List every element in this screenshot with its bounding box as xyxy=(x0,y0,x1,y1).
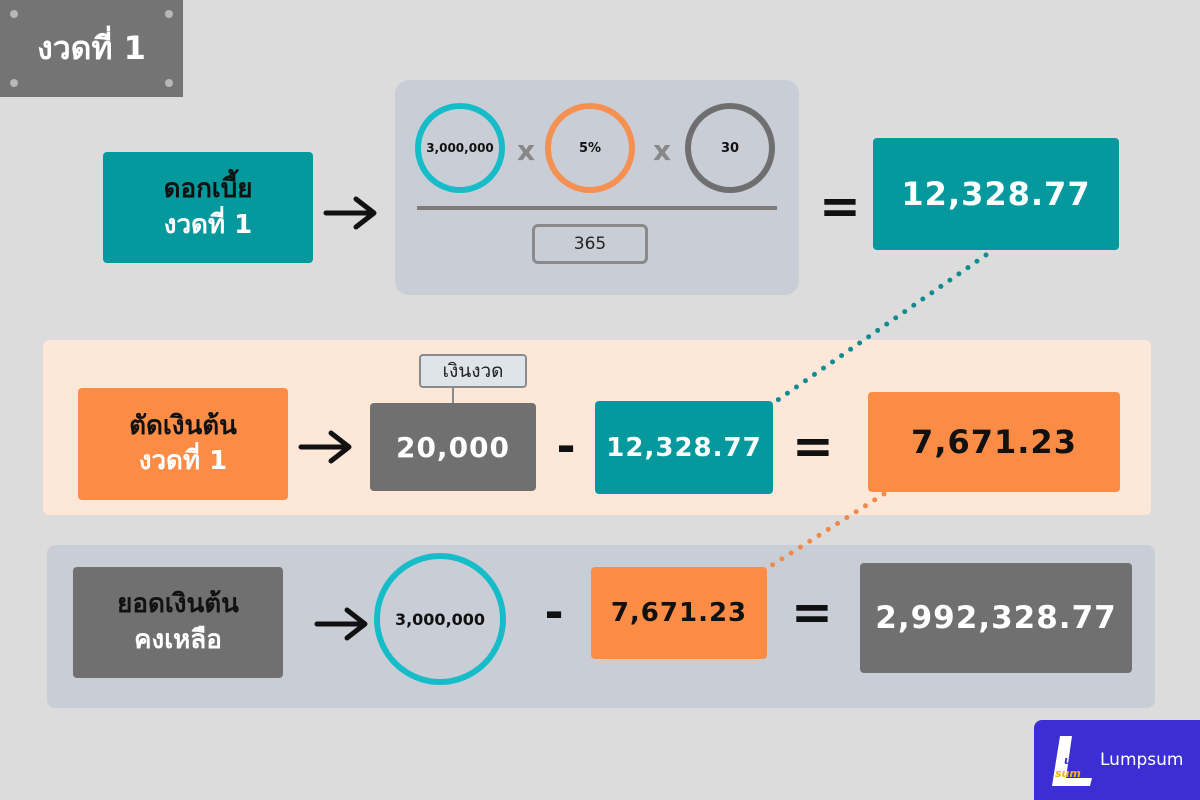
principal-cut-label-line1: ตัดเงินต้น xyxy=(129,410,237,441)
arrow-right-icon xyxy=(323,196,377,230)
brand-logo-badge: ump sum Lumpsum xyxy=(1034,720,1200,800)
brand-logo-text: ump xyxy=(1064,754,1092,767)
interest-result-box: 12,328.77 xyxy=(873,138,1119,250)
rate-circle: 5% xyxy=(545,103,635,193)
interest-label-box: ดอกเบี้ย งวดที่ 1 xyxy=(103,152,313,263)
principal-paid-value: 7,671.23 xyxy=(610,598,748,628)
equals-sign: = xyxy=(792,417,834,475)
installment-box: 20,000 xyxy=(370,403,536,491)
equals-sign: = xyxy=(819,177,861,235)
interest-result: 12,328.77 xyxy=(901,175,1091,213)
rivet-icon xyxy=(10,10,18,18)
interest-value: 12,328.77 xyxy=(606,432,762,463)
remaining-label-line2: คงเหลือ xyxy=(134,624,222,655)
remaining-result: 2,992,328.77 xyxy=(875,600,1117,636)
interest-box: 12,328.77 xyxy=(595,401,773,494)
principal-cut-result: 7,671.23 xyxy=(911,423,1077,461)
arrow-right-icon xyxy=(314,607,368,641)
lumpsum-logo-icon xyxy=(1052,736,1092,786)
principal-cut-label-line2: งวดที่ 1 xyxy=(138,446,228,476)
denominator-box: 365 xyxy=(532,224,648,264)
brand-name: Lumpsum xyxy=(1100,750,1184,770)
page-title-tag: งวดที่ 1 xyxy=(0,0,183,97)
interest-formula-panel: 3,000,000 x 5% x 30 365 xyxy=(395,80,799,295)
page-title: งวดที่ 1 xyxy=(37,29,146,67)
rate-value: 5% xyxy=(578,140,602,156)
days-value: 30 xyxy=(720,140,740,156)
multiply-sign: x xyxy=(652,133,672,167)
interest-label-line2: งวดที่ 1 xyxy=(163,209,253,240)
minus-sign: - xyxy=(556,419,576,473)
denominator-value: 365 xyxy=(573,234,607,254)
brand-logo-subtext: sum xyxy=(1055,767,1081,780)
remaining-result-box: 2,992,328.77 xyxy=(860,563,1132,673)
principal-circle: 3,000,000 xyxy=(374,553,506,685)
multiply-sign: x xyxy=(516,133,536,167)
principal-value: 3,000,000 xyxy=(426,141,494,155)
installment-tag-label: เงินงวด xyxy=(442,360,504,382)
principal-paid-box: 7,671.23 xyxy=(591,567,767,659)
principal-cut-result-box: 7,671.23 xyxy=(868,392,1120,492)
remaining-label-box: ยอดเงินต้น คงเหลือ xyxy=(73,567,283,678)
principal-circle: 3,000,000 xyxy=(415,103,505,193)
arrow-right-icon xyxy=(298,430,352,464)
rivet-icon xyxy=(165,79,173,87)
days-circle: 30 xyxy=(685,103,775,193)
tag-connector xyxy=(452,388,454,404)
installment-value: 20,000 xyxy=(395,430,511,464)
minus-sign: - xyxy=(544,585,564,639)
rivet-icon xyxy=(165,10,173,18)
principal-value: 3,000,000 xyxy=(394,609,486,629)
installment-tag: เงินงวด xyxy=(419,354,527,388)
equals-sign: = xyxy=(791,583,833,641)
remaining-label-line1: ยอดเงินต้น xyxy=(117,589,239,620)
interest-label-line1: ดอกเบี้ย xyxy=(163,174,253,205)
rivet-icon xyxy=(10,79,18,87)
fraction-bar xyxy=(417,206,777,210)
principal-cut-label-box: ตัดเงินต้น งวดที่ 1 xyxy=(78,388,288,500)
